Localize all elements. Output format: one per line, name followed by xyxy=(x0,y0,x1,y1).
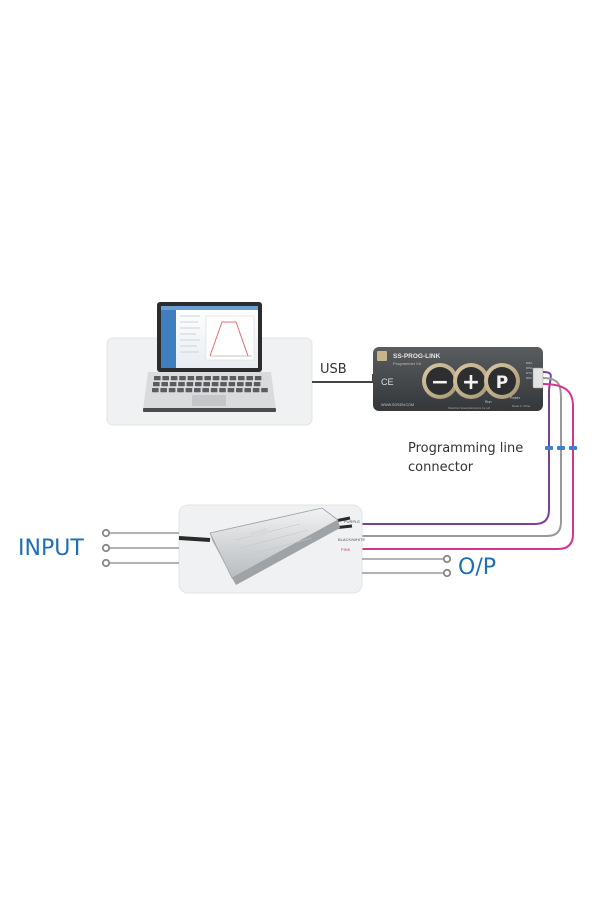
key xyxy=(169,382,177,387)
connector-label-1: DIM- xyxy=(526,361,533,365)
usb-label: USB xyxy=(320,362,347,377)
keyboard-icon xyxy=(152,376,268,393)
svg-text:−: − xyxy=(431,370,449,395)
key xyxy=(161,382,168,387)
programming-line-label-2: connector xyxy=(408,460,474,475)
usb-cable: USB xyxy=(312,362,374,383)
power-label: Power xyxy=(510,396,521,400)
key xyxy=(203,382,210,387)
key xyxy=(254,376,262,381)
connector-label-2: DIM+ xyxy=(526,366,533,370)
key xyxy=(253,382,261,387)
key xyxy=(154,376,161,381)
programming-wires xyxy=(361,371,574,550)
key xyxy=(238,376,245,381)
key xyxy=(187,376,195,381)
laptop-icon xyxy=(143,302,276,412)
input-label: INPUT xyxy=(18,536,84,561)
input-wires xyxy=(107,532,179,564)
key xyxy=(210,388,218,393)
terminal-icon xyxy=(101,558,111,568)
key xyxy=(252,388,260,393)
key xyxy=(220,382,227,387)
key xyxy=(261,388,268,393)
key xyxy=(204,376,211,381)
key xyxy=(227,388,235,393)
led-driver-icon xyxy=(178,507,353,585)
key xyxy=(160,388,167,393)
ce-mark: CE xyxy=(381,377,394,387)
pink-wire xyxy=(361,383,574,550)
terminal-icon xyxy=(442,554,452,564)
key xyxy=(229,376,237,381)
terminal-icon xyxy=(442,568,452,578)
input-terminals xyxy=(101,528,111,568)
programmer-device-icon: SS-PROG-LINK Programmer Kit CE WWW.SOSEN… xyxy=(373,347,544,411)
wire-connector-icon xyxy=(557,446,565,450)
sosen-logo-icon xyxy=(377,351,387,361)
svg-text:+: + xyxy=(462,370,480,395)
key xyxy=(237,382,244,387)
key xyxy=(228,382,236,387)
wire-label-pink: PINK xyxy=(341,547,351,552)
key xyxy=(185,388,193,393)
key xyxy=(179,376,186,381)
output-wires xyxy=(362,558,445,574)
program-button[interactable]: P xyxy=(484,363,520,399)
key xyxy=(221,376,228,381)
purple-wire xyxy=(361,371,552,525)
key xyxy=(177,388,184,393)
programmer-company: Shenzhen Sosen Electronics Co.,Ltd xyxy=(448,406,491,410)
key xyxy=(211,382,219,387)
svg-text:P: P xyxy=(496,373,508,393)
key xyxy=(194,388,201,393)
key xyxy=(219,388,226,393)
key xyxy=(186,382,194,387)
connector-label-4: DIM xyxy=(526,376,532,380)
connector-port[interactable] xyxy=(532,367,544,389)
key xyxy=(168,388,176,393)
minus-button[interactable]: − xyxy=(422,363,458,399)
screen-curve-icon xyxy=(205,315,255,361)
output-terminals xyxy=(442,554,452,578)
programmer-website: WWW.SOSEN.COM xyxy=(381,403,414,407)
key xyxy=(152,388,159,393)
wire-connector-icon xyxy=(569,446,577,450)
key xyxy=(178,382,185,387)
wire-connector-icon xyxy=(545,446,553,450)
key xyxy=(246,376,253,381)
wire-label-purple: PURPLE xyxy=(344,519,360,524)
key xyxy=(195,382,202,387)
run-label: Run xyxy=(485,400,491,404)
terminal-icon xyxy=(101,543,111,553)
key xyxy=(202,388,209,393)
programmer-subtitle: Programmer Kit xyxy=(393,361,422,366)
terminal-icon xyxy=(101,528,111,538)
key xyxy=(170,376,178,381)
key xyxy=(196,376,203,381)
output-label: O/P xyxy=(458,555,496,580)
programmer-model: SS-PROG-LINK xyxy=(393,353,441,360)
key xyxy=(245,382,252,387)
key xyxy=(212,376,220,381)
wire-label-blackwhite: BLACK/WHITE xyxy=(338,537,365,542)
programming-line-label-1: Programming line xyxy=(408,441,523,456)
key xyxy=(153,382,160,387)
made-in-label: Made in China xyxy=(512,404,530,408)
key xyxy=(236,388,243,393)
key xyxy=(162,376,169,381)
inline-connectors xyxy=(545,446,577,450)
key xyxy=(244,388,251,393)
connector-label-3: NTC xyxy=(526,371,533,375)
gray-wire xyxy=(361,377,562,537)
plus-button[interactable]: + xyxy=(453,363,489,399)
